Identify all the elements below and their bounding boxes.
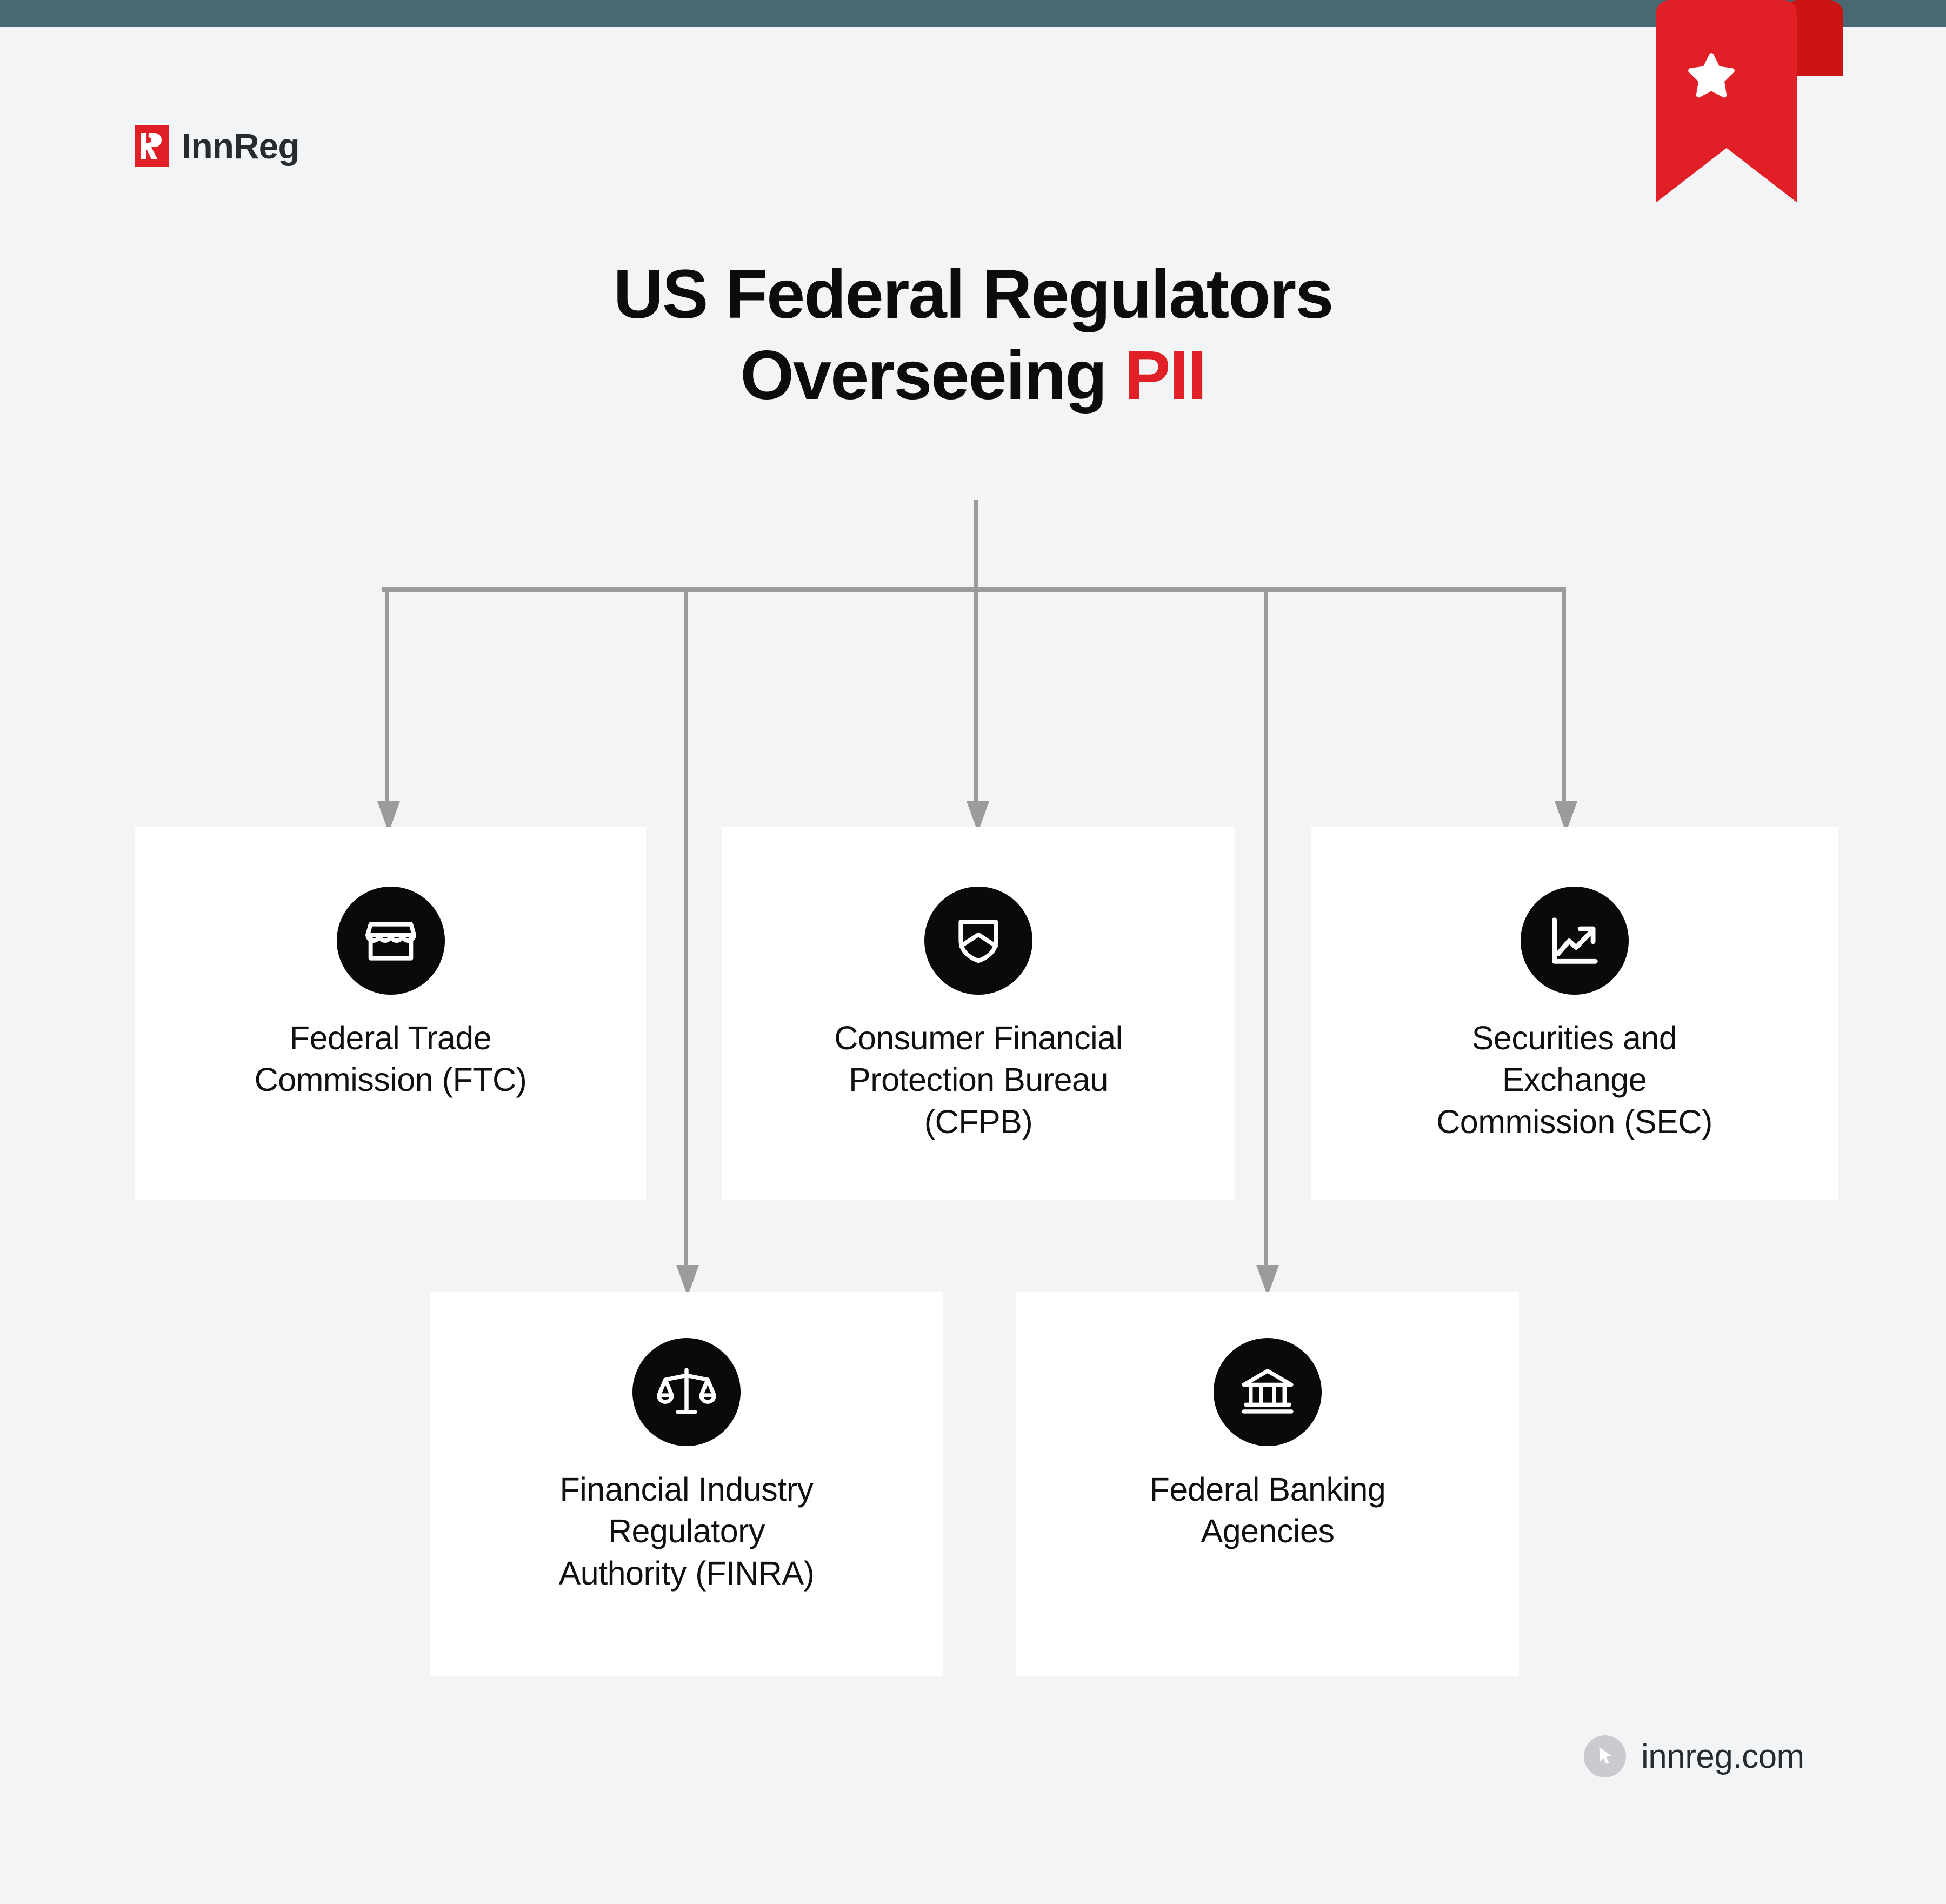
title-line-2-prefix: Overseeing bbox=[740, 336, 1125, 414]
card-label-ftc: Federal Trade Commission (FTC) bbox=[254, 1020, 527, 1099]
page-title: US Federal Regulators Overseeing PII bbox=[324, 254, 1622, 416]
card-label-cfpb: Consumer Financial Protection Bureau (CF… bbox=[834, 1020, 1123, 1140]
footer-branding[interactable]: innreg.com bbox=[1584, 1735, 1804, 1777]
innreg-logo-text: InnReg bbox=[182, 126, 300, 166]
innreg-r-mark-icon bbox=[135, 125, 169, 167]
bank-building-icon bbox=[1214, 1338, 1322, 1446]
card-label-sec: Securities and Exchange Commission (SEC) bbox=[1436, 1020, 1712, 1140]
line-chart-up-icon bbox=[1520, 887, 1629, 995]
card-finra[interactable]: Financial Industry Regulatory Authority … bbox=[430, 1292, 943, 1676]
connector-branch-fba bbox=[1264, 589, 1268, 1271]
connector-branch-ftc bbox=[385, 589, 389, 805]
cursor-pointer-icon bbox=[1584, 1735, 1626, 1777]
card-federal-banking-agencies[interactable]: Federal Banking Agencies bbox=[1016, 1292, 1519, 1676]
shield-icon bbox=[924, 887, 1032, 995]
storefront-icon bbox=[336, 887, 445, 995]
connector-trunk-vertical bbox=[974, 500, 978, 589]
footer-site-text: innreg.com bbox=[1641, 1737, 1804, 1775]
title-line-2: Overseeing PII bbox=[324, 335, 1622, 416]
card-cfpb[interactable]: Consumer Financial Protection Bureau (CF… bbox=[722, 827, 1235, 1200]
card-sec[interactable]: Securities and Exchange Commission (SEC) bbox=[1311, 827, 1838, 1200]
scales-balance-icon bbox=[632, 1338, 741, 1446]
card-label-finra: Financial Industry Regulatory Authority … bbox=[558, 1471, 815, 1592]
title-line-1: US Federal Regulators bbox=[613, 256, 1334, 333]
innreg-logo: InnReg bbox=[135, 125, 300, 167]
card-label-fba: Federal Banking Agencies bbox=[1149, 1471, 1386, 1550]
bookmark-ribbon bbox=[1646, 0, 1843, 205]
title-accent-pii: PII bbox=[1124, 336, 1207, 414]
connector-branch-sec bbox=[1562, 589, 1566, 805]
top-accent-bar bbox=[0, 0, 1946, 27]
connector-branch-cfpb bbox=[974, 589, 978, 805]
connector-arrow-finra bbox=[676, 1265, 699, 1296]
card-ftc[interactable]: Federal Trade Commission (FTC) bbox=[135, 827, 646, 1200]
connector-arrow-fba bbox=[1256, 1265, 1279, 1296]
connector-branch-finra bbox=[684, 589, 688, 1271]
star-icon bbox=[1688, 53, 1735, 98]
